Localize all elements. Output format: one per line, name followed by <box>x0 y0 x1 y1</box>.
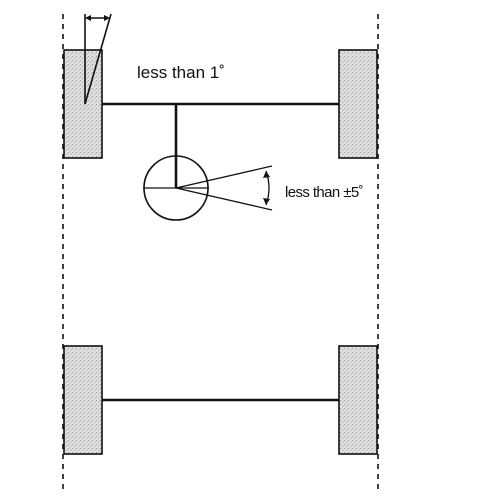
toe-angle-label: less than 1˚ <box>137 63 225 82</box>
steering-angle-label: less than ±5˚ <box>285 184 363 201</box>
front-right-wheel <box>338 49 378 159</box>
toe-angle-indicator <box>84 13 112 105</box>
steering-angle-indicator <box>175 165 273 211</box>
rear-left-wheel <box>63 345 103 455</box>
rear-right-wheel <box>338 345 378 455</box>
